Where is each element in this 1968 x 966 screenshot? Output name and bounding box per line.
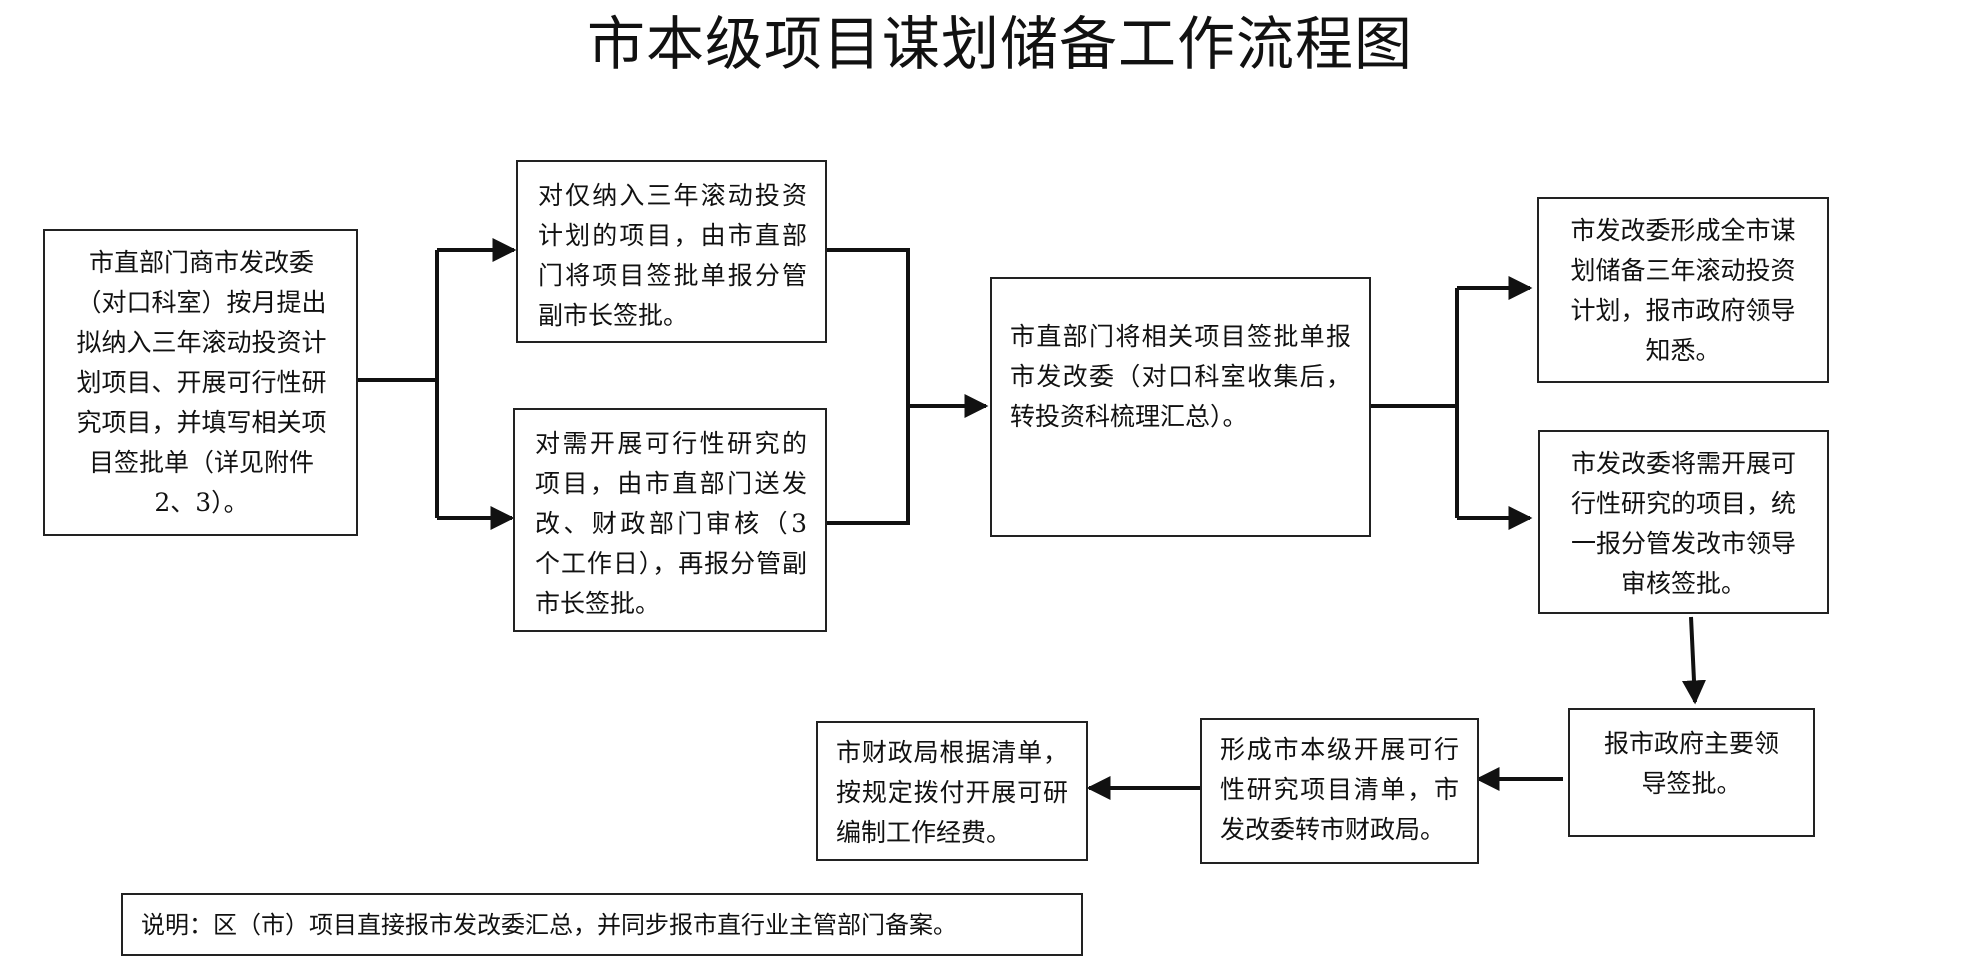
node-form-plan: 市发改委形成全市谋划储备三年滚动投资计划，报市政府领导知悉。 [1537, 197, 1829, 383]
connector-submit-split [358, 250, 439, 518]
connector-merge [827, 248, 944, 525]
node-mayor-approval: 报市政府主要领导签批。 [1568, 708, 1815, 837]
page-title: 市本级项目谋划储备工作流程图 [586, 10, 1413, 78]
node-rolling-plan-only: 对仅纳入三年滚动投资计划的项目，由市直部门将项目签批单报分管副市长签批。 [516, 160, 827, 343]
node-finance-fund: 市财政局根据清单，按规定拨付开展可研编制工作经费。 [816, 721, 1088, 861]
node-unified-approval: 市发改委将需开展可行性研究的项目，统一报分管发改市领导审核签批。 [1538, 430, 1829, 614]
arrow-to-mayor-approval [1681, 616, 1706, 705]
node-submit-to-ndrc: 市直部门将相关项目签批单报市发改委（对口科室收集后，转投资科梳理汇总）。 [990, 277, 1371, 537]
node-project-list: 形成市本级开展可行性研究项目清单，市发改委转市财政局。 [1200, 718, 1479, 864]
node-dept-submit: 市直部门商市发改委（对口科室）按月提出拟纳入三年滚动投资计划项目、开展可行性研究… [43, 229, 358, 536]
node-feasibility-review: 对需开展可行性研究的项目，由市直部门送发改、财政部门审核（3 个工作日），再报分… [513, 408, 827, 632]
connector-ndrc-split [1371, 288, 1459, 518]
note-box: 说明：区（市）项目直接报市发改委汇总，并同步报市直行业主管部门备案。 [121, 893, 1083, 956]
